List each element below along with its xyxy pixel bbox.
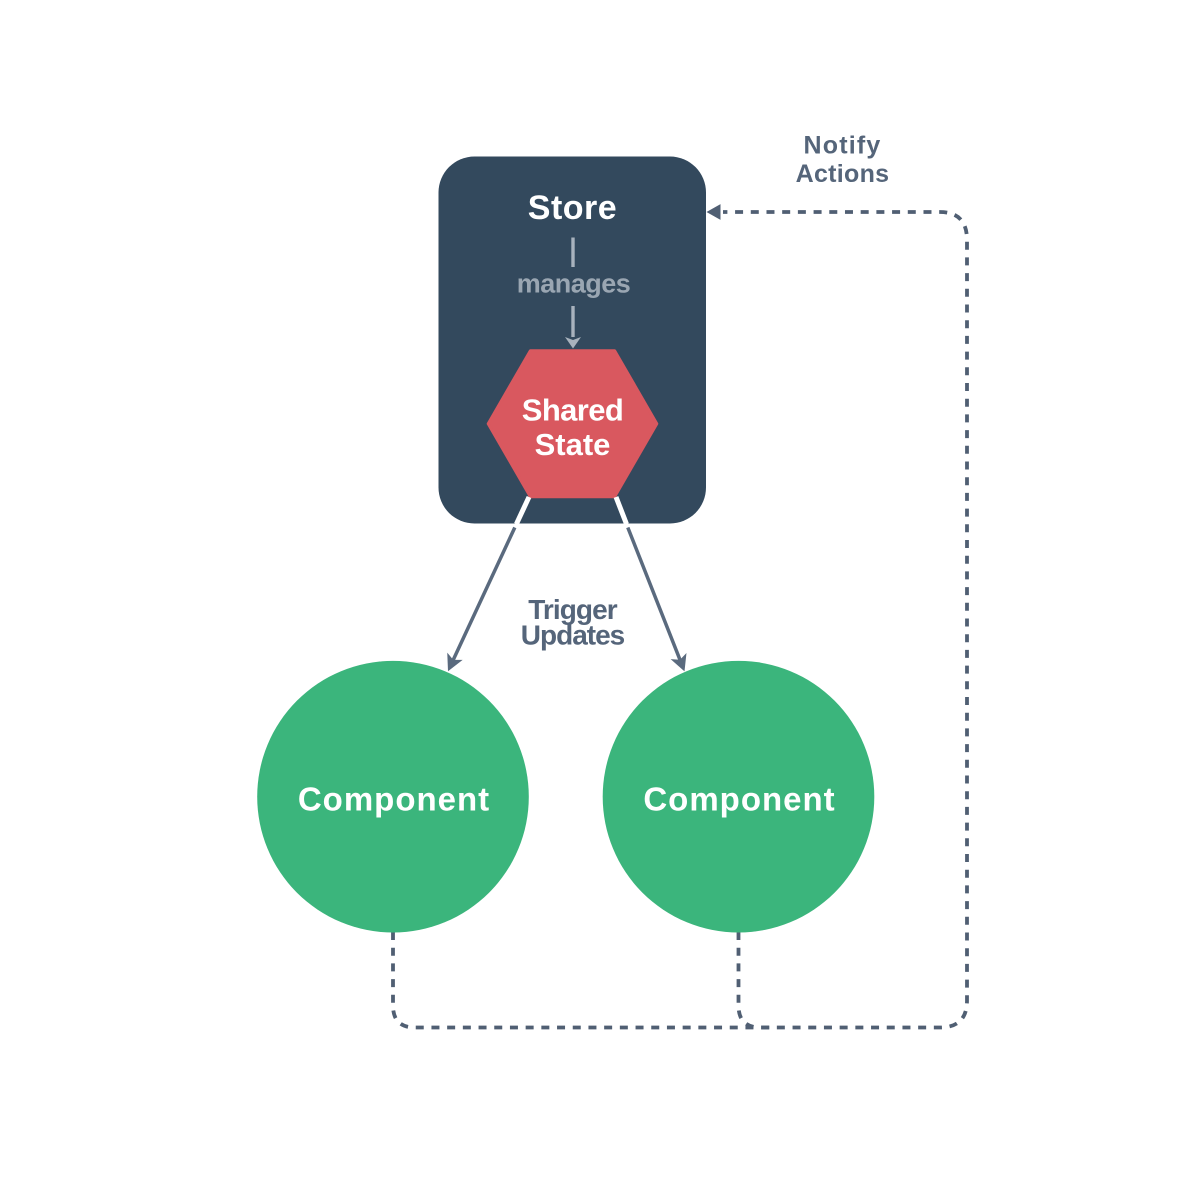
svg-text:Trigger: Trigger xyxy=(528,594,618,625)
svg-text:Component: Component xyxy=(298,781,490,818)
svg-text:Actions: Actions xyxy=(796,160,890,188)
svg-text:Shared: Shared xyxy=(522,393,624,428)
svg-text:State: State xyxy=(535,427,611,462)
svg-text:manages: manages xyxy=(517,269,631,299)
svg-text:Notify: Notify xyxy=(803,132,881,160)
svg-text:Store: Store xyxy=(528,189,617,227)
svg-text:Updates: Updates xyxy=(521,620,625,651)
svg-text:Component: Component xyxy=(643,781,835,818)
